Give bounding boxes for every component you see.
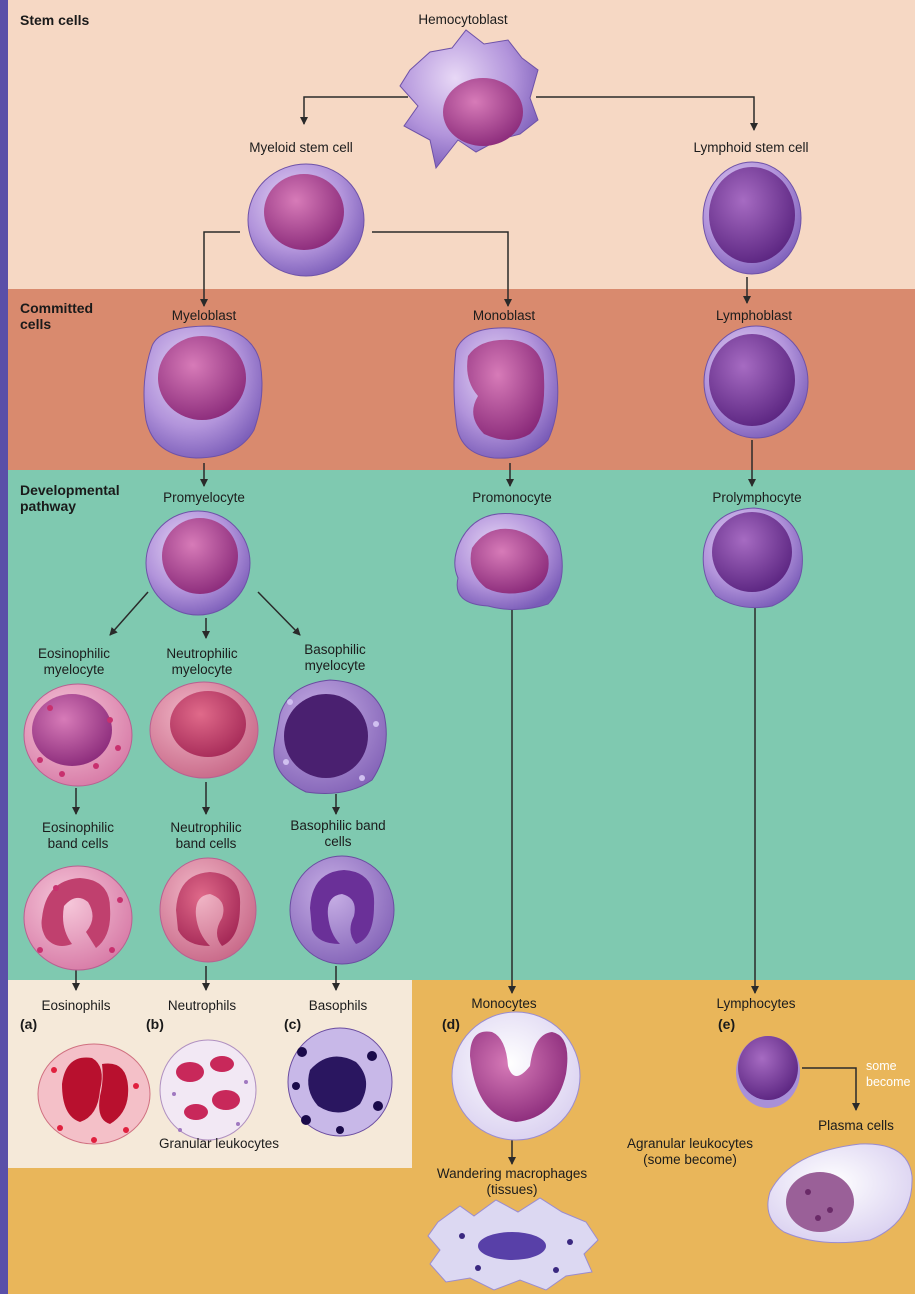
tag-b: (b): [146, 1016, 164, 1032]
tag-d: (d): [442, 1016, 460, 1032]
label-prolymphocyte: Prolymphocyte: [692, 490, 822, 506]
section-committed-cells: Committed cells: [20, 300, 110, 332]
label-basophilic-myelocyte: Basophilic myelocyte: [290, 642, 380, 674]
myeloblast-cell: [144, 326, 262, 458]
eosinophil-cell: [38, 1044, 150, 1144]
label-monocytes: Monocytes: [454, 996, 554, 1012]
monoblast-cell: [454, 328, 558, 458]
label-neutrophilic-band-cells: Neutrophilic band cells: [158, 820, 254, 852]
label-hemocytoblast: Hemocytoblast: [393, 12, 533, 28]
label-neutrophils: Neutrophils: [152, 998, 252, 1014]
wandering-macrophage-cell: [428, 1198, 598, 1290]
section-developmental-pathway: Developmental pathway: [20, 482, 140, 514]
lymphoblast-cell: [704, 326, 808, 438]
section-stem-cells: Stem cells: [20, 12, 140, 28]
basophil-cell: [288, 1028, 392, 1136]
label-promyelocyte: Promyelocyte: [144, 490, 264, 506]
label-eosinophilic-band-cells: Eosinophilic band cells: [30, 820, 126, 852]
neutrophil-cell: [160, 1040, 256, 1140]
lymphoid-stem-cell: [703, 162, 801, 274]
basophilic-myelocyte-cell: [274, 680, 386, 794]
label-plasma-cells: Plasma cells: [806, 1118, 906, 1134]
tag-e: (e): [718, 1016, 735, 1032]
lymphocyte-cell: [736, 1036, 800, 1108]
eosinophilic-band-cell: [24, 866, 132, 970]
hemocytoblast-cell: [400, 30, 538, 168]
tag-a: (a): [20, 1016, 37, 1032]
neutrophilic-band-cell: [160, 858, 256, 962]
label-some-become: some become: [866, 1058, 914, 1090]
label-granular-leukocytes: Granular leukocytes: [144, 1136, 294, 1152]
prolymphocyte-cell: [703, 508, 802, 608]
promyelocyte-cell: [146, 511, 250, 615]
plasma-cell: [768, 1144, 912, 1243]
label-myeloblast: Myeloblast: [144, 308, 264, 324]
label-eosinophilic-myelocyte: Eosinophilic myelocyte: [26, 646, 122, 678]
monocyte-cell: [452, 1012, 580, 1140]
label-basophilic-band-cells: Basophilic band cells: [290, 818, 386, 850]
tag-c: (c): [284, 1016, 301, 1032]
label-neutrophilic-myelocyte: Neutrophilic myelocyte: [154, 646, 250, 678]
label-wandering-macrophages: Wandering macrophages (tissues): [420, 1166, 604, 1198]
label-promonocyte: Promonocyte: [452, 490, 572, 506]
label-myeloid-stem-cell: Myeloid stem cell: [226, 140, 376, 156]
basophilic-band-cell: [290, 856, 394, 964]
neutrophilic-myelocyte-cell: [150, 682, 258, 778]
promonocyte-cell: [455, 514, 562, 610]
label-monoblast: Monoblast: [444, 308, 564, 324]
label-eosinophils: Eosinophils: [26, 998, 126, 1014]
label-agranular-leukocytes: Agranular leukocytes (some become): [612, 1136, 768, 1168]
label-basophils: Basophils: [288, 998, 388, 1014]
label-lymphoblast: Lymphoblast: [694, 308, 814, 324]
myeloid-stem-cell: [248, 164, 364, 276]
eosinophilic-myelocyte-cell: [24, 684, 132, 786]
label-lymphoid-stem-cell: Lymphoid stem cell: [676, 140, 826, 156]
label-lymphocytes: Lymphocytes: [706, 996, 806, 1012]
